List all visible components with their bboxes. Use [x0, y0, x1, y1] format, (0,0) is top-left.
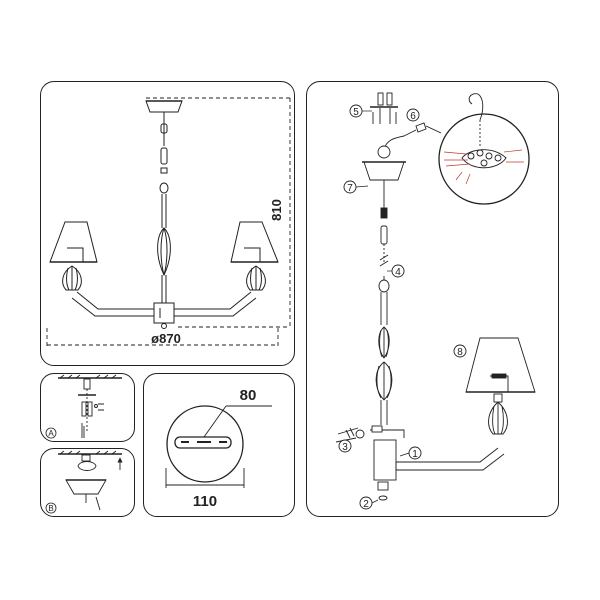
mount-label-b: B: [48, 504, 53, 513]
step-leaders: [355, 110, 410, 504]
step-2: 2: [363, 499, 369, 510]
height-dimension: 810: [269, 199, 284, 221]
step-callouts: [338, 104, 467, 510]
step-4: 4: [395, 267, 401, 278]
canopy-depth-dimension: 80: [240, 387, 257, 404]
canopy-plan-view: [165, 405, 272, 488]
step-3: 3: [342, 442, 348, 453]
mount-label-a: A: [48, 429, 54, 438]
chandelier-overview: [49, 100, 279, 329]
mount-label-a-circle: [45, 427, 57, 439]
diameter-dimension: ø870: [151, 331, 181, 346]
mount-panel-a: [40, 373, 135, 442]
dimension-lines: [46, 97, 291, 348]
step-7: 7: [347, 183, 353, 194]
mount-label-b-circle: [45, 502, 57, 514]
mount-diagram-b: [58, 450, 123, 511]
step-5: 5: [353, 107, 359, 118]
assembly-diagram: [335, 92, 536, 501]
mount-diagram-a: [58, 374, 122, 438]
step-8: 8: [457, 347, 463, 358]
step-1: 1: [412, 449, 418, 460]
canopy-panel: [143, 373, 295, 517]
canopy-width-dimension: 110: [193, 493, 217, 510]
step-6: 6: [410, 111, 416, 122]
